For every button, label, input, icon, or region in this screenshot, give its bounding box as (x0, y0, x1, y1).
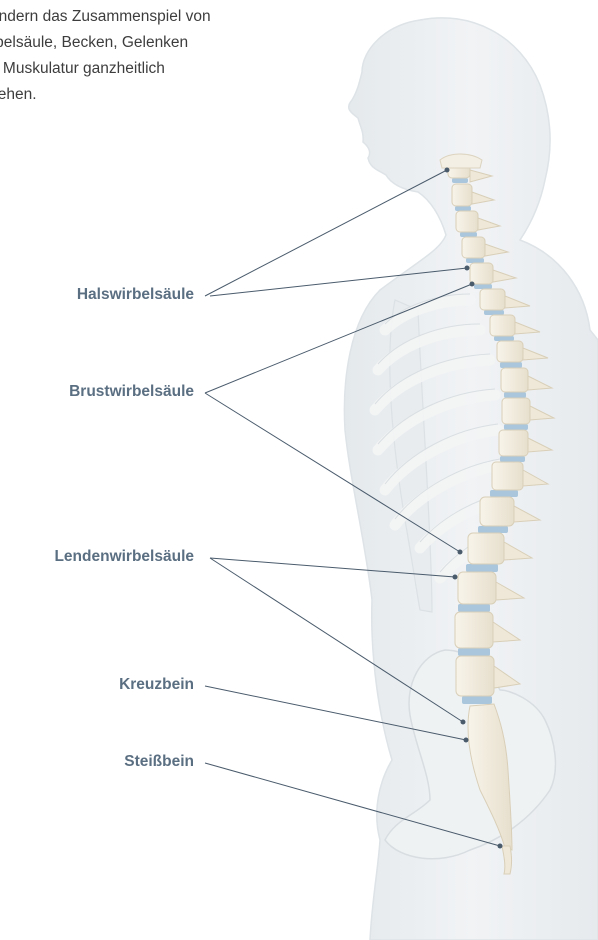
label-steissbein: Steißbein (124, 753, 194, 771)
label-halswirbelsaeule: Halswirbelsäule (77, 286, 194, 304)
label-brustwirbelsaeule: Brustwirbelsäule (69, 383, 194, 401)
label-kreuzbein: Kreuzbein (119, 676, 194, 694)
label-lendenwirbelsaeule: Lendenwirbelsäule (54, 548, 194, 566)
